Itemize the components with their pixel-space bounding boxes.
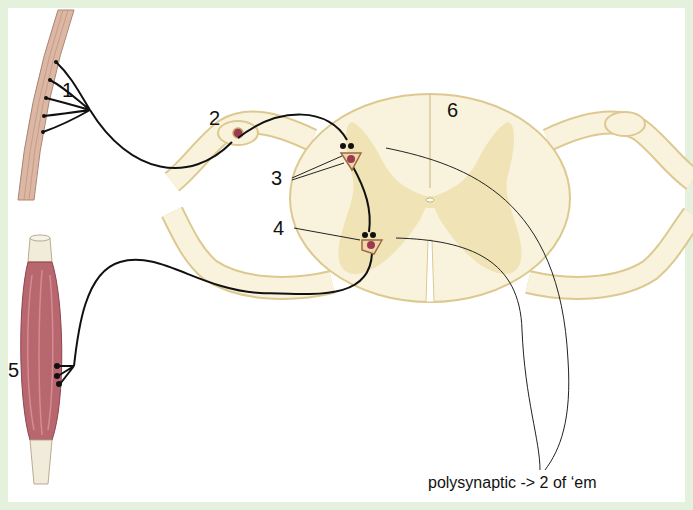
note-text: polysynaptic -> 2 of ‘em — [428, 475, 597, 491]
callout-number: 3 — [271, 168, 282, 188]
callout-number: 5 — [8, 360, 19, 380]
callout-number: 6 — [447, 100, 458, 120]
callout-number: 2 — [209, 108, 220, 128]
callout-number: 4 — [273, 218, 284, 238]
callout-number: 1 — [62, 80, 73, 100]
